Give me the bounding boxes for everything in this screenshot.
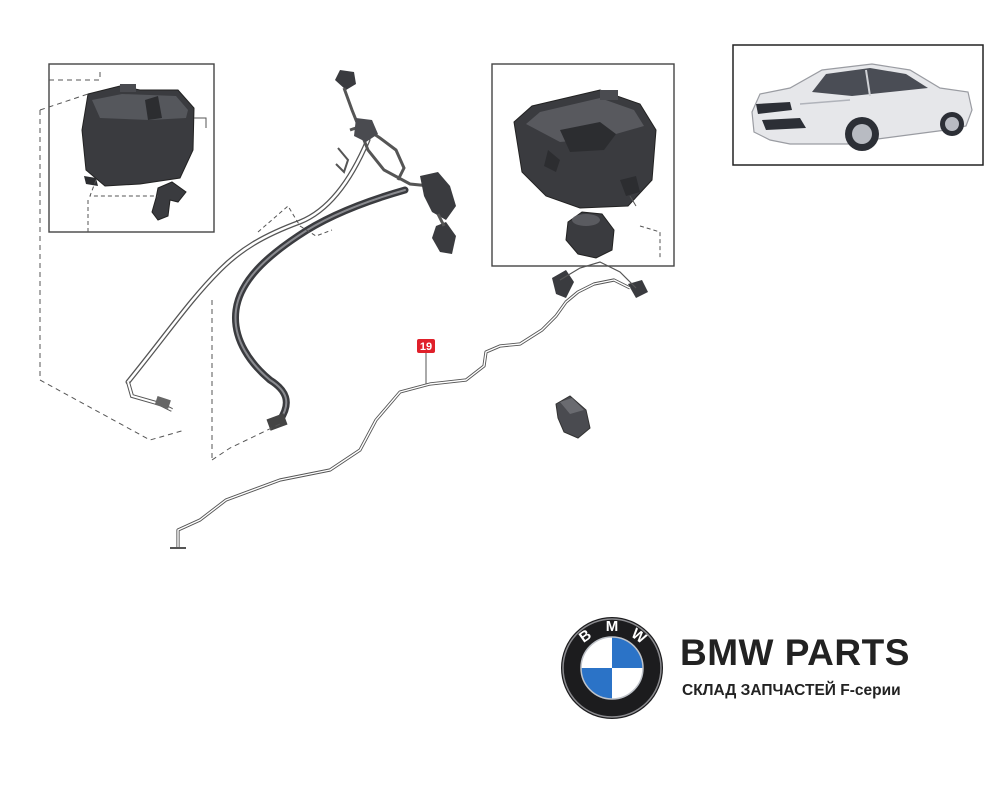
level-sensor-part[interactable] (151, 181, 187, 221)
vehicle-thumbnail (732, 44, 984, 166)
bmw-roundel-icon: B M W (561, 617, 663, 719)
inset-box-reservoir (48, 63, 215, 233)
small-module-part[interactable] (555, 395, 591, 439)
brand-subtitle: СКЛАД ЗАПЧАСТЕЙ F-серии (682, 682, 901, 699)
logo-letter-m: M (606, 618, 619, 635)
washer-hose-19[interactable] (170, 278, 631, 549)
car-icon (751, 63, 973, 151)
inset-box-pump (491, 63, 675, 267)
main-hose[interactable] (211, 186, 409, 461)
reservoir-tank-part[interactable] (81, 84, 195, 187)
hose-connector-parts[interactable] (552, 261, 648, 298)
pump-connector-assembly[interactable] (335, 70, 456, 254)
control-unit-part[interactable] (513, 89, 657, 209)
leader-lines-left (39, 72, 186, 441)
callout-19-label: 19 (420, 341, 432, 353)
washer-hose-left[interactable] (125, 137, 371, 412)
brand-title: BMW PARTS (680, 632, 910, 673)
pump-motor-part[interactable] (565, 211, 615, 259)
callout-19[interactable]: 19 (417, 339, 435, 353)
